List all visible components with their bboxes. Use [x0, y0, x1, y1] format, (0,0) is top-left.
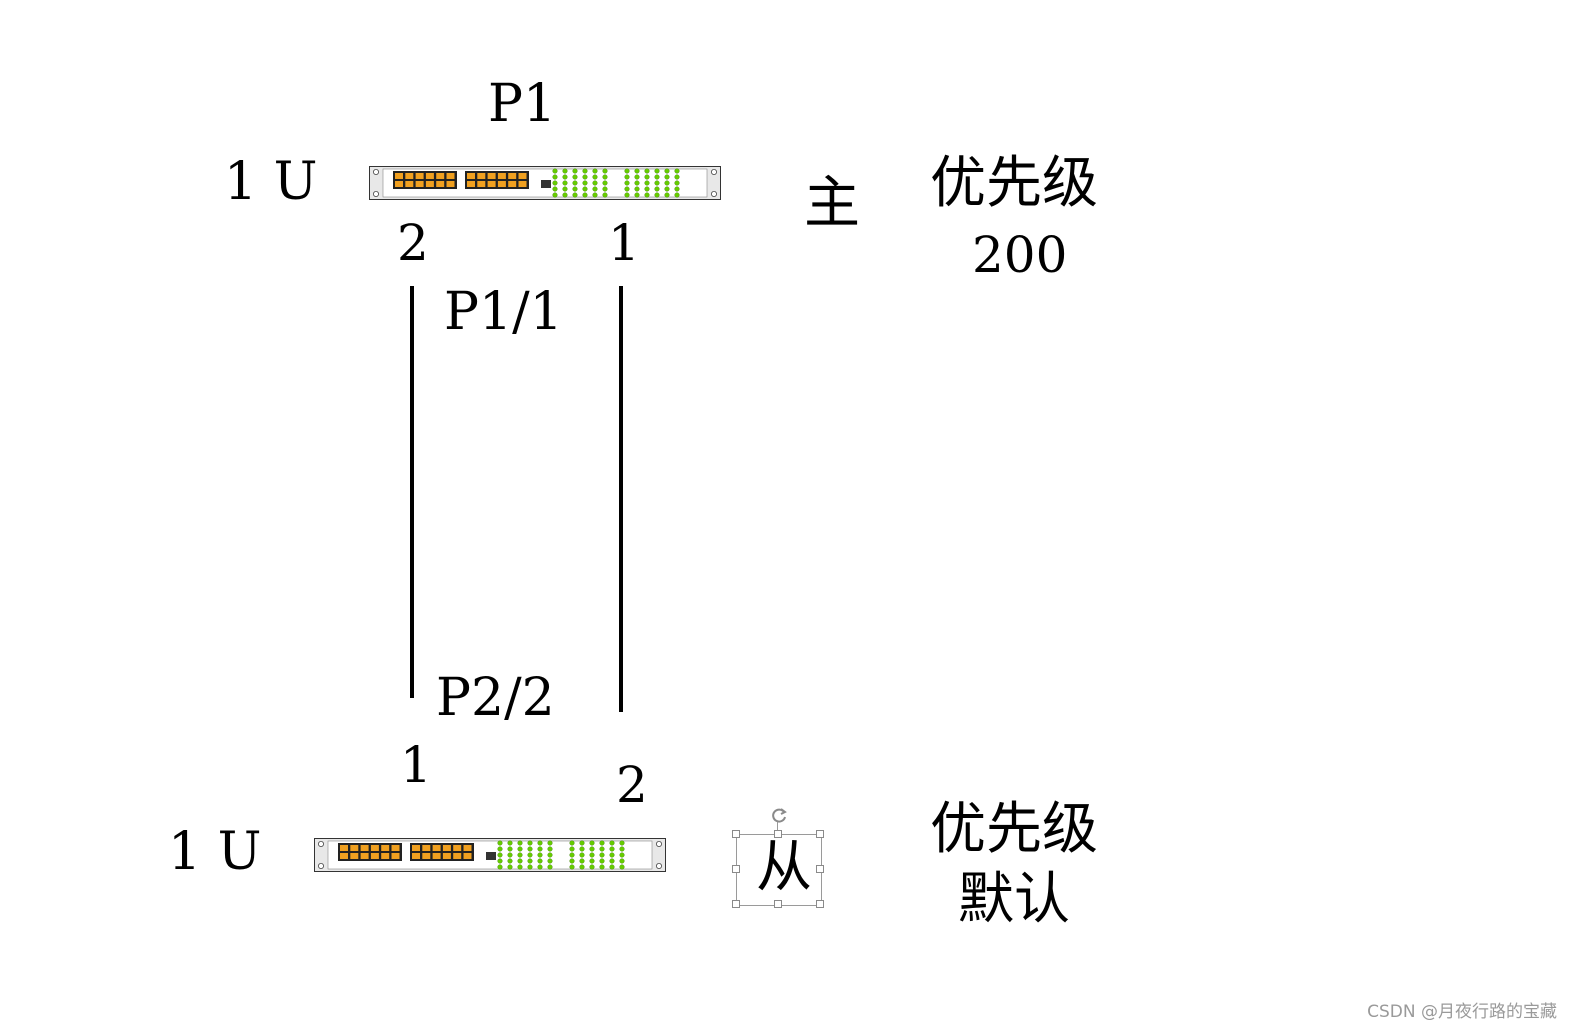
resize-handle-bl[interactable] [732, 900, 740, 908]
rotate-handle-stem [777, 822, 778, 834]
watermark: CSDN @月夜行路的宝藏 [1367, 1002, 1557, 1022]
resize-handle-tr[interactable] [816, 830, 824, 838]
link-label-bottom: P2/2 [436, 668, 555, 728]
top-unit-label: 1 U [224, 152, 318, 212]
bottom-port-left-label: 1 [400, 736, 432, 794]
resize-handle-tc[interactable] [774, 830, 782, 838]
top-priority-value: 200 [972, 226, 1068, 284]
bottom-priority-title: 优先级 [930, 797, 1098, 862]
top-switch-icon [369, 166, 721, 200]
top-role-label: 主 [804, 171, 860, 236]
bottom-port-right-label: 2 [616, 756, 648, 814]
top-port-left-label: 2 [397, 214, 429, 272]
resize-handle-bc[interactable] [774, 900, 782, 908]
rotate-handle-icon[interactable] [768, 804, 790, 826]
link-label-top: P1/1 [444, 282, 563, 342]
top-priority-title: 优先级 [930, 151, 1098, 216]
resize-handle-br[interactable] [816, 900, 824, 908]
top-port-right-label: 1 [608, 214, 640, 272]
top-device-name: P1 [488, 74, 557, 134]
resize-handle-mr[interactable] [816, 865, 824, 873]
resize-handle-ml[interactable] [732, 865, 740, 873]
bottom-unit-label: 1 U [168, 822, 262, 882]
resize-handle-tl[interactable] [732, 830, 740, 838]
left-link-cable [410, 286, 414, 698]
bottom-priority-value: 默认 [958, 867, 1070, 932]
bottom-switch-icon [314, 838, 666, 872]
bottom-role-label[interactable]: 从 [756, 835, 812, 900]
right-link-cable [619, 286, 623, 712]
